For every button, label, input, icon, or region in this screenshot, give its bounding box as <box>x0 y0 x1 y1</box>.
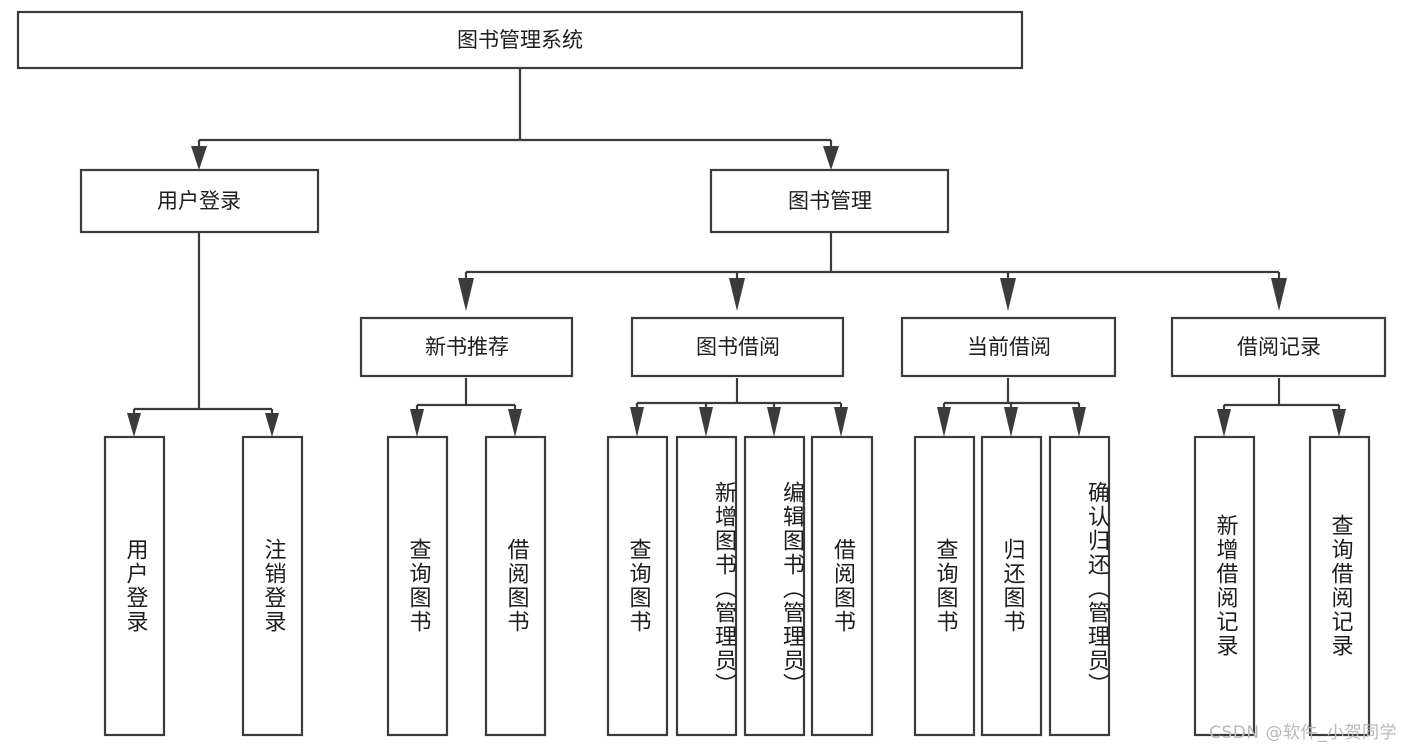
leaf-box-logout-login[interactable] <box>241 435 304 737</box>
arrow-to-new-book-recommend <box>458 278 474 311</box>
node-user-login[interactable]: 用户登录 <box>79 168 320 234</box>
arrow-to-leaf-confirm-return <box>1072 407 1086 437</box>
arrow-to-leaf-query-record <box>1332 409 1346 437</box>
node-root[interactable]: 图书管理系统 <box>16 10 1024 70</box>
connectors-book-manage-to-level3 <box>458 232 1287 311</box>
node-borrow-record[interactable]: 借阅记录 <box>1170 316 1387 378</box>
connectors-root-to-level2 <box>191 68 839 170</box>
arrow-to-leaf-query-book-3 <box>937 407 951 437</box>
arrow-to-leaf-logout-login <box>265 413 279 437</box>
arrow-to-book-borrow <box>729 278 745 311</box>
node-borrow-record-box[interactable] <box>1170 316 1387 378</box>
arrow-to-user-login <box>191 146 207 170</box>
arrow-to-borrow-record <box>1271 278 1287 311</box>
leaf-box-query-book-3[interactable] <box>913 435 976 737</box>
arrow-to-leaf-user-login <box>127 413 141 437</box>
leaf-box-add-book[interactable] <box>675 435 738 737</box>
leaf-box-add-record[interactable] <box>1193 435 1256 737</box>
node-new-book-recommend-label: 新书推荐 <box>425 335 509 359</box>
arrow-to-current-borrow <box>1000 278 1016 311</box>
node-root-label: 图书管理系统 <box>457 28 583 52</box>
arrow-to-leaf-borrow-book-2 <box>834 407 848 437</box>
arrow-to-leaf-query-book-1 <box>410 409 424 437</box>
leaf-box-query-book-1[interactable] <box>386 435 449 737</box>
node-borrow-record-label: 借阅记录 <box>1237 335 1321 359</box>
connectors-new-book-recommend-to-leaves <box>410 378 522 437</box>
arrow-to-leaf-edit-book <box>767 407 781 437</box>
csdn-watermark: CSDN @软件_小贺同学 <box>1209 723 1397 743</box>
node-book-manage[interactable]: 图书管理 <box>709 168 950 234</box>
leaf-box-borrow-book-1[interactable] <box>484 435 547 737</box>
arrow-to-leaf-borrow-book-1 <box>508 409 522 437</box>
arrow-to-leaf-return-book <box>1004 407 1018 437</box>
leaf-boxes <box>103 435 1371 737</box>
leaf-box-borrow-book-2[interactable] <box>810 435 874 737</box>
arrow-to-leaf-query-book-2 <box>630 407 644 437</box>
node-book-borrow-label: 图书借阅 <box>696 335 780 359</box>
node-book-manage-box[interactable] <box>709 168 950 234</box>
leaf-box-confirm-return[interactable] <box>1048 435 1111 737</box>
node-book-manage-label: 图书管理 <box>788 189 872 213</box>
leaf-box-user-login[interactable] <box>103 435 166 737</box>
node-user-login-label: 用户登录 <box>157 189 241 213</box>
connectors-user-login-to-leaves <box>127 232 279 437</box>
node-root-box[interactable] <box>16 10 1024 70</box>
arrow-to-leaf-add-record <box>1217 409 1231 437</box>
leaf-box-edit-book[interactable] <box>743 435 806 737</box>
arrow-to-leaf-add-book <box>699 407 713 437</box>
node-current-borrow-label: 当前借阅 <box>967 335 1051 359</box>
arrow-to-book-manage <box>823 146 839 170</box>
leaf-box-query-book-2[interactable] <box>606 435 669 737</box>
connectors-current-borrow-to-leaves <box>937 378 1086 437</box>
leaf-box-query-record[interactable] <box>1308 435 1371 737</box>
connectors-borrow-record-to-leaves <box>1217 378 1346 437</box>
node-book-borrow-box[interactable] <box>630 316 845 378</box>
node-current-borrow[interactable]: 当前借阅 <box>900 316 1117 378</box>
node-current-borrow-box[interactable] <box>900 316 1117 378</box>
connectors-book-borrow-to-leaves <box>630 378 848 437</box>
node-user-login-box[interactable] <box>79 168 320 234</box>
node-new-book-recommend[interactable]: 新书推荐 <box>359 316 574 378</box>
node-book-borrow[interactable]: 图书借阅 <box>630 316 845 378</box>
leaf-box-return-book[interactable] <box>980 435 1043 737</box>
node-new-book-recommend-box[interactable] <box>359 316 574 378</box>
